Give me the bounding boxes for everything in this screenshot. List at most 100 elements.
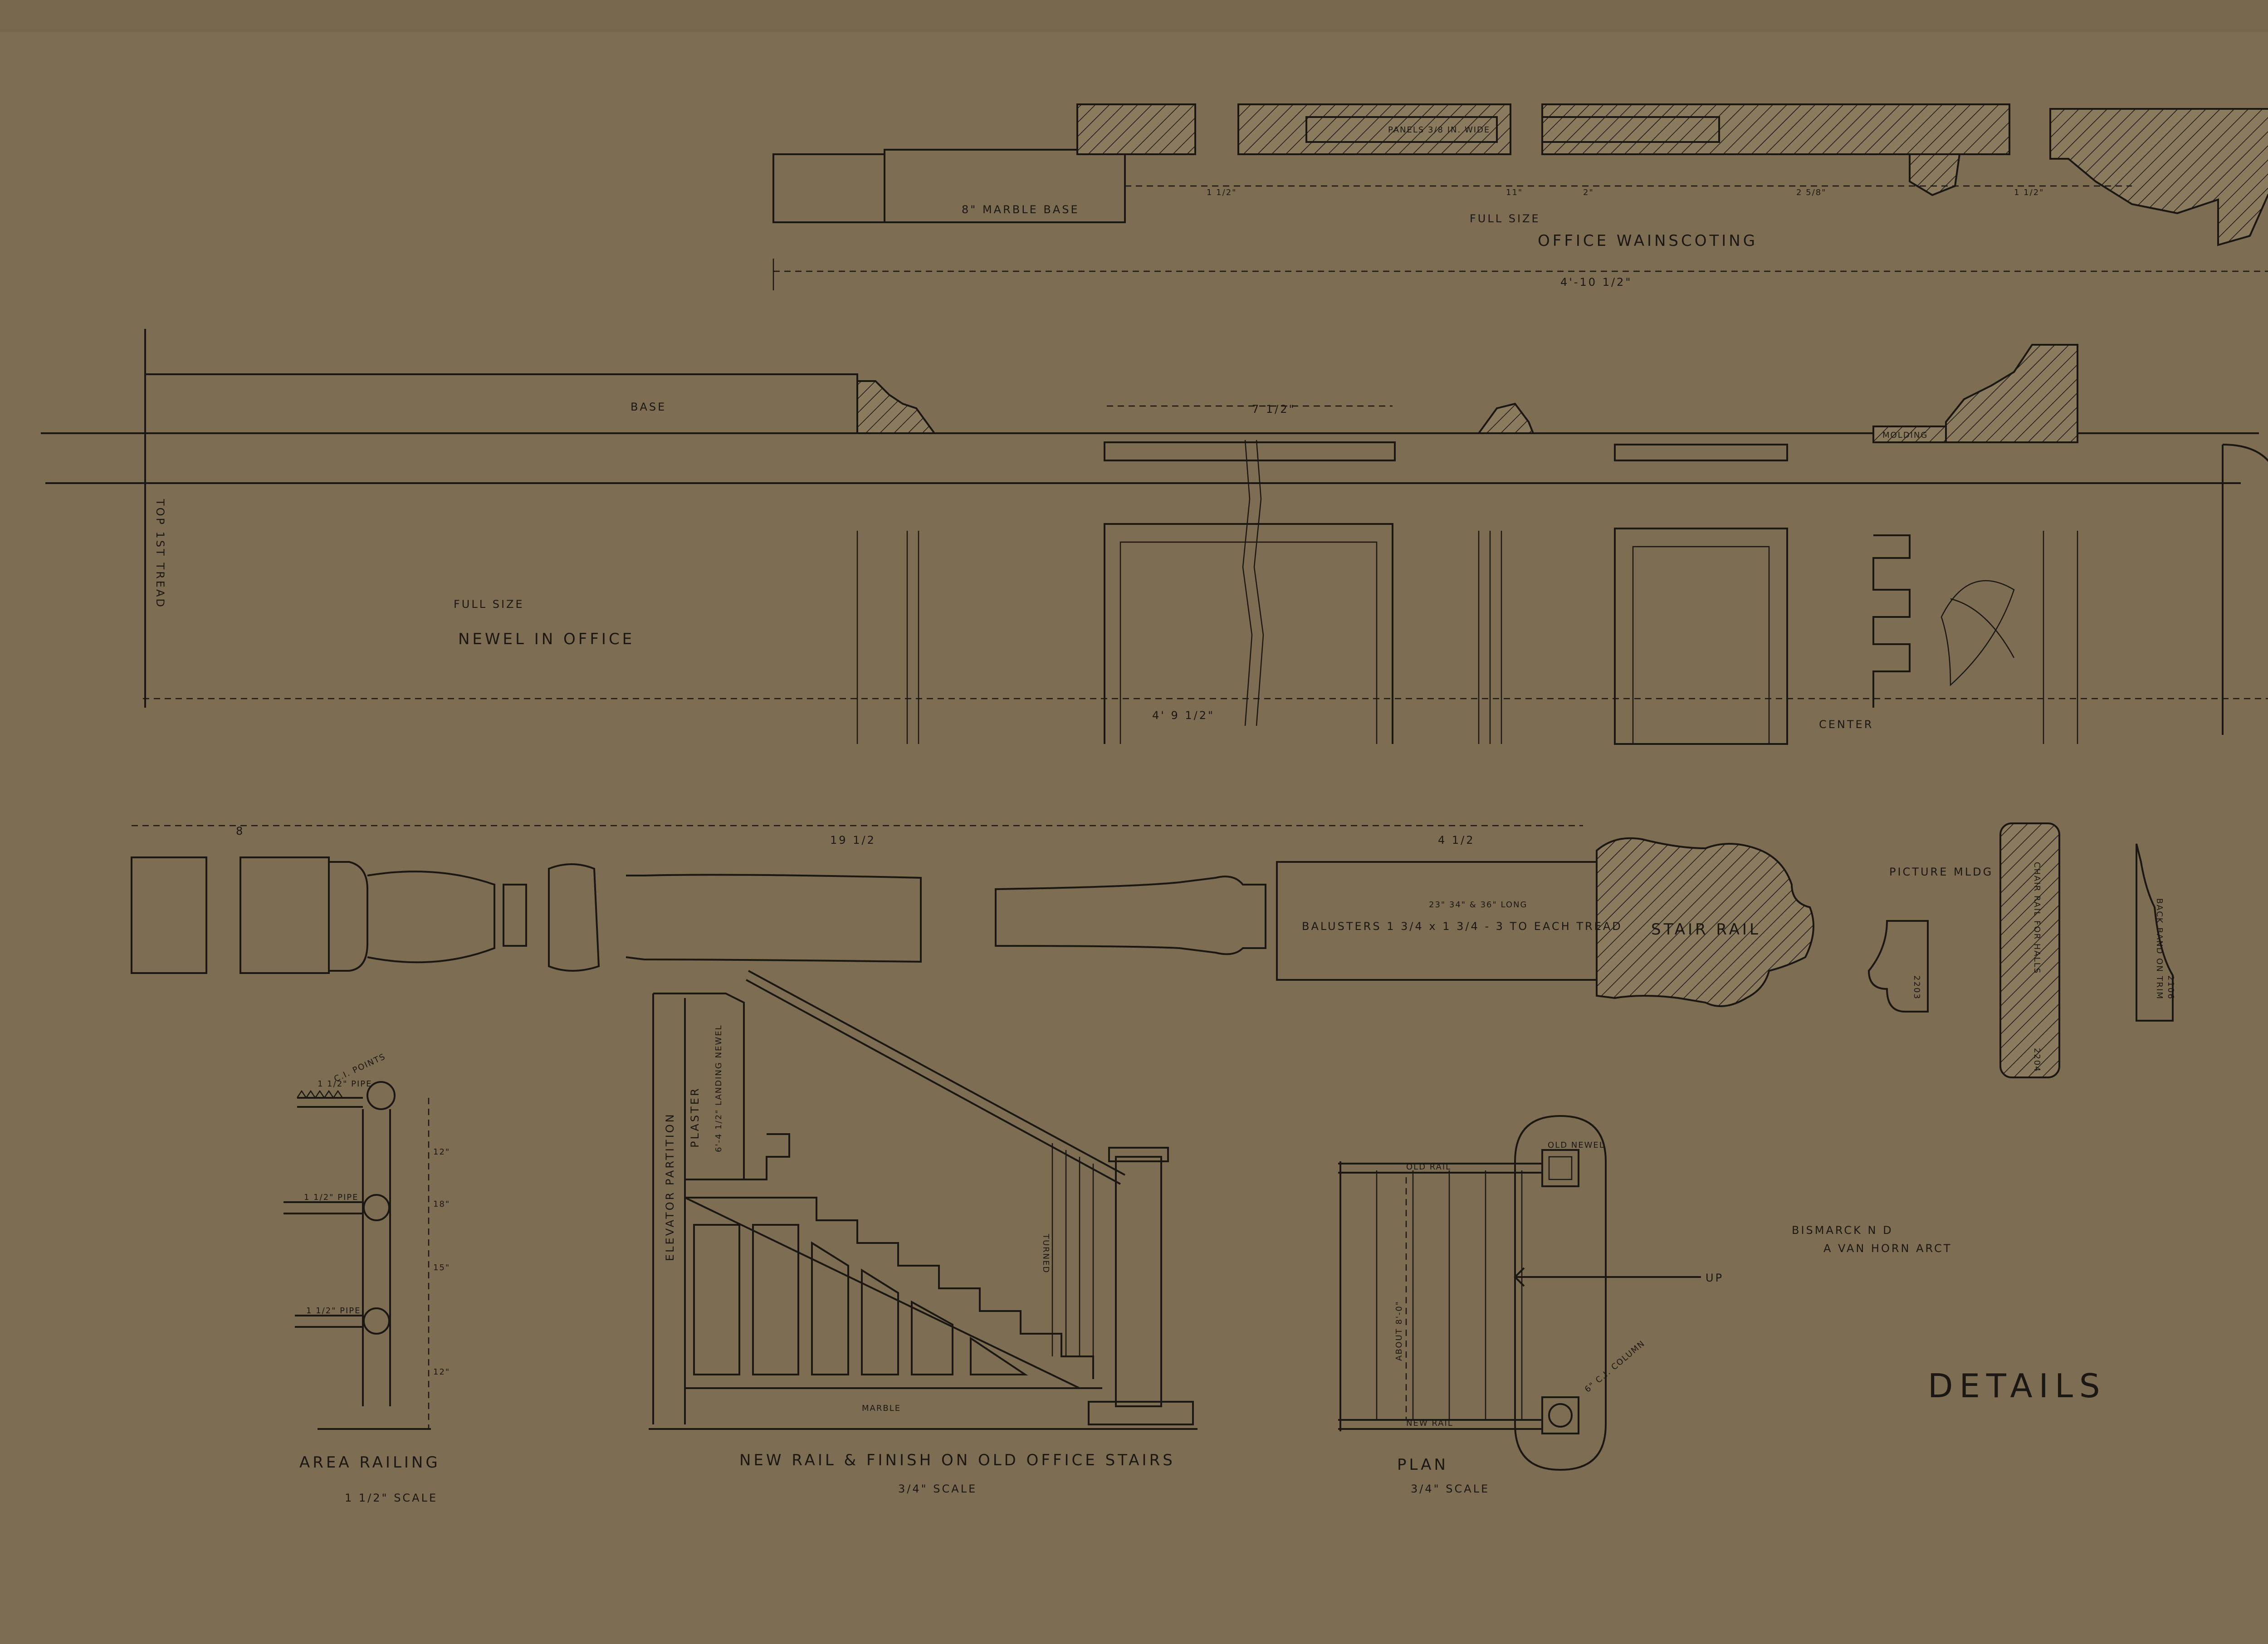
plan-new-newel [1541,1396,1579,1434]
under-stair-panel-5 [911,1300,953,1375]
newel-tread-label: TOP 1ST TREAD [154,499,166,609]
plan-column [1548,1403,1573,1428]
baluster-dim-3: 4 1/2 [1438,834,1475,846]
back-band-label: BACK BAND ON TRIM [2155,898,2164,1000]
baluster-end-block [131,856,207,974]
baluster-collar [503,884,527,947]
baluster-taper-left [626,874,922,963]
elevator-partition-label: ELEVATOR PARTITION [664,1112,676,1261]
baluster-ring-1 [329,861,368,972]
panel-groove [1305,116,1498,143]
base-cap-section [1076,103,1196,155]
wainscot-dim-3: 2" [1583,188,1594,197]
chair-rail-label: CHAIR RAIL FOR HALLS [2032,862,2042,974]
picture-mldg-no: 2203 [1912,975,1921,1000]
chair-rail-no: 2204 [2032,1048,2042,1072]
wainscoting-title: OFFICE WAINSCOTING [1538,232,1758,250]
cap-strip-2 [1614,444,1788,461]
rail-section [1541,103,2010,155]
turned-label: TURNED [1041,1233,1051,1273]
rail-dim-3: 15" [433,1263,450,1272]
plan-new-rail-label: NEW RAIL [1406,1419,1453,1428]
wainscot-dim-1: 1 1/2" [1207,188,1237,197]
wainscot-dim-4: 2 5/8" [1796,188,1826,197]
panel-label: PANELS 3/8 IN. WIDE [1388,125,1490,135]
small-molding [1477,402,1535,434]
stairs-title: NEW RAIL & FINISH ON OLD OFFICE STAIRS [739,1451,1175,1469]
picture-molding-profile [1867,920,1929,1013]
plan-old-newel [1541,1149,1579,1187]
rail-dim-4: 12" [433,1367,450,1377]
rail-dim-1: 12" [433,1147,450,1157]
newel-panel-inner [1119,541,1378,744]
break-line-2 [1253,440,1264,726]
title-block: A VAN HORN ARCT BISMARCK N D DETAILS [1792,1224,2100,1405]
base-stub [772,153,885,223]
baluster-section: STAIR RAIL BALUSTERS 1 3/4 x 1 3/4 - 3 T… [131,825,1814,1007]
newel-panel-frame [1104,523,1393,744]
newel-cap-curve [2222,444,2268,462]
rail-post-cap [367,1081,396,1110]
architect-label: A VAN HORN ARCT [1823,1242,1952,1255]
under-stair-panel-2 [752,1224,799,1375]
area-railing-scale: 1 1/2" SCALE [345,1492,438,1504]
paper-edge-wear [0,0,2268,32]
baluster-vase [367,871,495,964]
moldings-section: PICTURE MLDG 2203 CHAIR RAIL FOR HALLS 2… [1867,822,2175,1078]
baluster-dim-2: 19 1/2 [830,834,876,846]
stair-newel-base [1088,1401,1194,1425]
wainscot-dim-total: 4'-10 1/2" [1560,276,1632,289]
baluster-square [240,856,330,974]
upper-steps [685,1133,790,1180]
wainscot-dim-2: 11" [1506,188,1523,197]
chair-rail-profile [1999,822,2060,1078]
cap-molding-block [1945,344,2078,443]
carved-leaf-vein [1950,598,2015,658]
stairs-section: ELEVATOR PARTITION PLASTER 6'-4 1/2" LAN… [649,970,1198,1495]
cap-strip [1104,441,1396,461]
rail-low-knuckle [363,1307,390,1335]
newel-base-label: BASE [631,401,666,413]
break-line [1242,440,1253,726]
newel-scale: FULL SIZE [454,598,524,611]
plan-arrow-head [1514,1267,1525,1287]
marble-base-label: 8" MARBLE BASE [962,203,1080,216]
plan-up-label: UP [1706,1272,1724,1284]
plan-about-label: ABOUT 8'-0" [1394,1301,1404,1361]
baluster-dim-1: 8 [236,825,244,837]
stair-rail-section [1596,837,1814,1007]
rail-groove [1541,116,1720,143]
back-band-profile [2136,843,2174,1022]
dentil-ornament [1872,534,1911,708]
newel-dim-panel: 7 1/2" [1252,403,1296,416]
landing-newel [653,993,745,1179]
panel-section [1237,103,1511,155]
newel-section: BASE NEWEL IN OFFICE FULL SIZE CENTER MO… [41,329,2268,745]
plan-old-newel-label: OLD NEWEL [1548,1140,1605,1150]
ci-points [296,1090,343,1099]
wainscoting-scale: FULL SIZE [1470,212,1540,225]
plan-old-newel-inner [1548,1156,1573,1180]
stair-newel-cap [1108,1147,1169,1162]
handrail-2 [746,979,1121,1185]
baluster-bead [548,863,600,972]
picture-mldg-label: PICTURE MLDG [1889,866,1993,878]
rail-dim-2: 18" [433,1199,450,1209]
under-stair-panel-4 [861,1268,899,1375]
rail-pipe-label-top: 1 1/2" PIPE [318,1079,372,1089]
plaster-label: PLASTER [689,1086,701,1148]
stair-newel-post [1115,1156,1162,1407]
carved-leaf [1941,580,2015,686]
wainscoting-section: 8" MARBLE BASE PANELS 3/8 IN. WIDE OFFIC… [772,103,2268,290]
back-band-no: 2106 [2166,975,2175,1000]
stairs-scale: 3/4" SCALE [898,1483,977,1495]
marble-label: MARBLE [862,1404,901,1413]
rail-pipe-label-mid: 1 1/2" PIPE [304,1193,359,1202]
under-stair-panel-6 [970,1336,1028,1375]
plan-old-rail-label: OLD RAIL [1406,1162,1451,1172]
cap-molding-section [2049,108,2268,246]
plan-scale: 3/4" SCALE [1411,1483,1490,1495]
stair-stringer [684,1197,1080,1389]
